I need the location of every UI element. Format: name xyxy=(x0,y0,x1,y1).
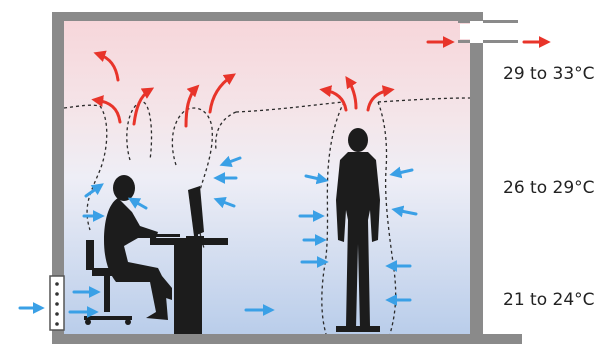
lower-zone-temperature-label: 21 to 24°C xyxy=(503,290,595,310)
upper-zone-temperature-label: 29 to 33°C xyxy=(503,64,595,84)
ceiling xyxy=(52,12,472,21)
inlet-vent-icon xyxy=(50,276,64,330)
floor xyxy=(52,334,522,344)
middle-zone-temperature-label: 26 to 29°C xyxy=(503,178,595,198)
right-wall xyxy=(470,12,483,344)
